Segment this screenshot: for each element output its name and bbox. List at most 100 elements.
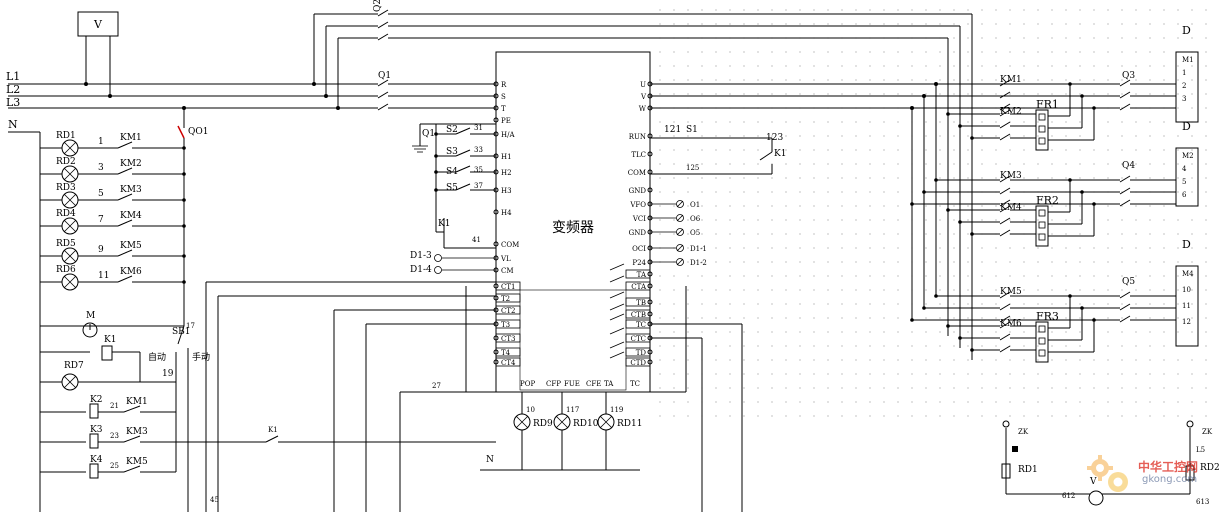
- contactor-label: KM3: [1000, 171, 1022, 181]
- inverter-left-terminal: CM: [501, 267, 514, 275]
- wire-number: 7: [98, 215, 104, 225]
- inverter-left-terminal: COM: [501, 241, 519, 249]
- power-bus: [8, 9, 973, 512]
- inverter-left-terminal: CT4: [501, 359, 516, 367]
- bottom-lamp-number: 117: [566, 406, 579, 414]
- switch-k1-label: K1: [438, 219, 450, 229]
- relay-k1-label: K1: [104, 335, 116, 345]
- inverter-left-terminal: R: [501, 81, 507, 89]
- breaker-q3-label: Q3: [1122, 71, 1135, 81]
- lamp-label: RD3: [56, 183, 76, 193]
- inverter-left-terminal: T4: [501, 349, 511, 357]
- inverter-title: 变频器: [552, 220, 594, 236]
- inverter-left-terminal: T3: [501, 321, 510, 329]
- inverter-right-terminal: W: [639, 105, 647, 113]
- contact-label: KM1: [120, 133, 142, 143]
- wire-25-label: 25: [110, 462, 119, 470]
- lamp-rd7-label: RD7: [64, 361, 84, 371]
- contactor-label: KM5: [1000, 287, 1022, 297]
- inverter-left-terminal: S: [501, 93, 506, 101]
- bottom-lamp-number: 10: [526, 406, 535, 414]
- inverter-left-terminal: T2: [501, 295, 510, 303]
- relay-block: [650, 137, 773, 175]
- small-v-label: V: [1089, 477, 1097, 487]
- breaker-q1-label: Q1: [378, 71, 391, 81]
- wire-41-label: 41: [472, 236, 481, 244]
- inverter-bottom-terminal: TA: [604, 380, 614, 388]
- wire-19-label: 19: [162, 369, 174, 379]
- motor-m-label: M: [86, 311, 95, 321]
- watermark-logo: 中华工控网 gkong.com: [1086, 454, 1214, 498]
- motor-terminal: M4: [1182, 270, 1194, 278]
- wire-number: 1: [98, 137, 104, 147]
- contact-label: KM5: [120, 241, 142, 251]
- wire-number: 3: [98, 163, 104, 173]
- motor-label: D: [1182, 24, 1191, 37]
- inverter-left-terminal: CT3: [501, 335, 515, 343]
- contact-km5-label: KM5: [126, 457, 148, 467]
- output-port-label: O1: [690, 201, 700, 209]
- inverter-bottom-terminal: POP: [520, 380, 535, 388]
- wire-23-label: 23: [110, 432, 119, 440]
- output-port-label: O5: [690, 229, 700, 237]
- inverter-bottom-terminal: TC: [630, 380, 640, 388]
- bottom-lamp-label: RD9: [533, 419, 553, 429]
- breaker-q2-label: Q2: [373, 0, 383, 12]
- lamp-label: RD6: [56, 265, 76, 275]
- switch-block: [412, 123, 496, 249]
- output-port-label: D1-1: [690, 245, 707, 253]
- motor-terminal: 2: [1182, 82, 1186, 90]
- motor-label: D: [1182, 120, 1191, 133]
- wire-27-label: 27: [432, 382, 441, 390]
- line-l1-label: L1: [6, 70, 20, 83]
- inverter-left-terminal: H2: [501, 169, 512, 177]
- wire-37-label: 37: [474, 182, 483, 190]
- contact-label: KM6: [120, 267, 142, 277]
- wire-17-label: 17: [186, 322, 195, 330]
- wire-123-label: 123: [766, 133, 783, 143]
- d1-3-label: D1-3: [410, 251, 432, 261]
- overload-label: FR1: [1036, 98, 1059, 111]
- contactor-label: KM6: [1000, 319, 1022, 329]
- inverter-right-terminal: V: [640, 93, 647, 101]
- breaker-qo1-label: QO1: [188, 127, 208, 137]
- relay-k1-coil-label: K1: [774, 149, 786, 159]
- overload-label: FR3: [1036, 310, 1059, 323]
- wire-121-label: 121: [664, 125, 681, 135]
- wire-125-label: 125: [686, 164, 699, 172]
- wire-35-label: 35: [474, 166, 483, 174]
- wire-number: 11: [98, 271, 109, 281]
- motor-terminal: 6: [1182, 191, 1187, 199]
- motor-terminal: 5: [1182, 178, 1186, 186]
- small-rd2-label: RD2: [1200, 463, 1220, 473]
- motor-terminal: 10: [1182, 286, 1191, 294]
- bottom-neutral-label: N: [486, 455, 494, 465]
- contact-label: KM2: [120, 159, 142, 169]
- motor-terminal: 11: [1182, 302, 1191, 310]
- wire-21-label: 21: [110, 402, 119, 410]
- contact-label: KM3: [120, 185, 142, 195]
- inverter-left-terminal: VL: [500, 255, 511, 263]
- sb1-label: SB1: [172, 327, 191, 337]
- inverter-left-terminal: H3: [501, 187, 512, 195]
- inverter-right-terminal: TC: [636, 321, 646, 329]
- lamp-label: RD2: [56, 157, 76, 167]
- inverter-right-terminal: CTA: [631, 283, 647, 291]
- inverter-output-lines: [650, 79, 1176, 320]
- inverter-left-terminal: T: [501, 105, 506, 113]
- small-rd1-label: RD1: [1018, 465, 1038, 475]
- bottom-lamp-label: RD11: [617, 419, 642, 429]
- inverter-right-terminal: GND: [629, 229, 647, 237]
- zk2-label: ZK: [1202, 428, 1213, 436]
- output-port-label: D1-2: [690, 259, 707, 267]
- motor-terminal: 12: [1182, 318, 1191, 326]
- inverter-right-terminal: RUN: [629, 133, 646, 141]
- wire-612-label: 612: [1062, 492, 1075, 500]
- wire-33-label: 33: [474, 146, 483, 154]
- inverter-right-terminal: U: [640, 81, 646, 89]
- inverter-right-terminal: CTC: [631, 335, 646, 343]
- relay-k3-label: K3: [90, 425, 103, 435]
- relay-k4-label: K4: [90, 455, 103, 465]
- lamp-label: RD1: [56, 131, 76, 141]
